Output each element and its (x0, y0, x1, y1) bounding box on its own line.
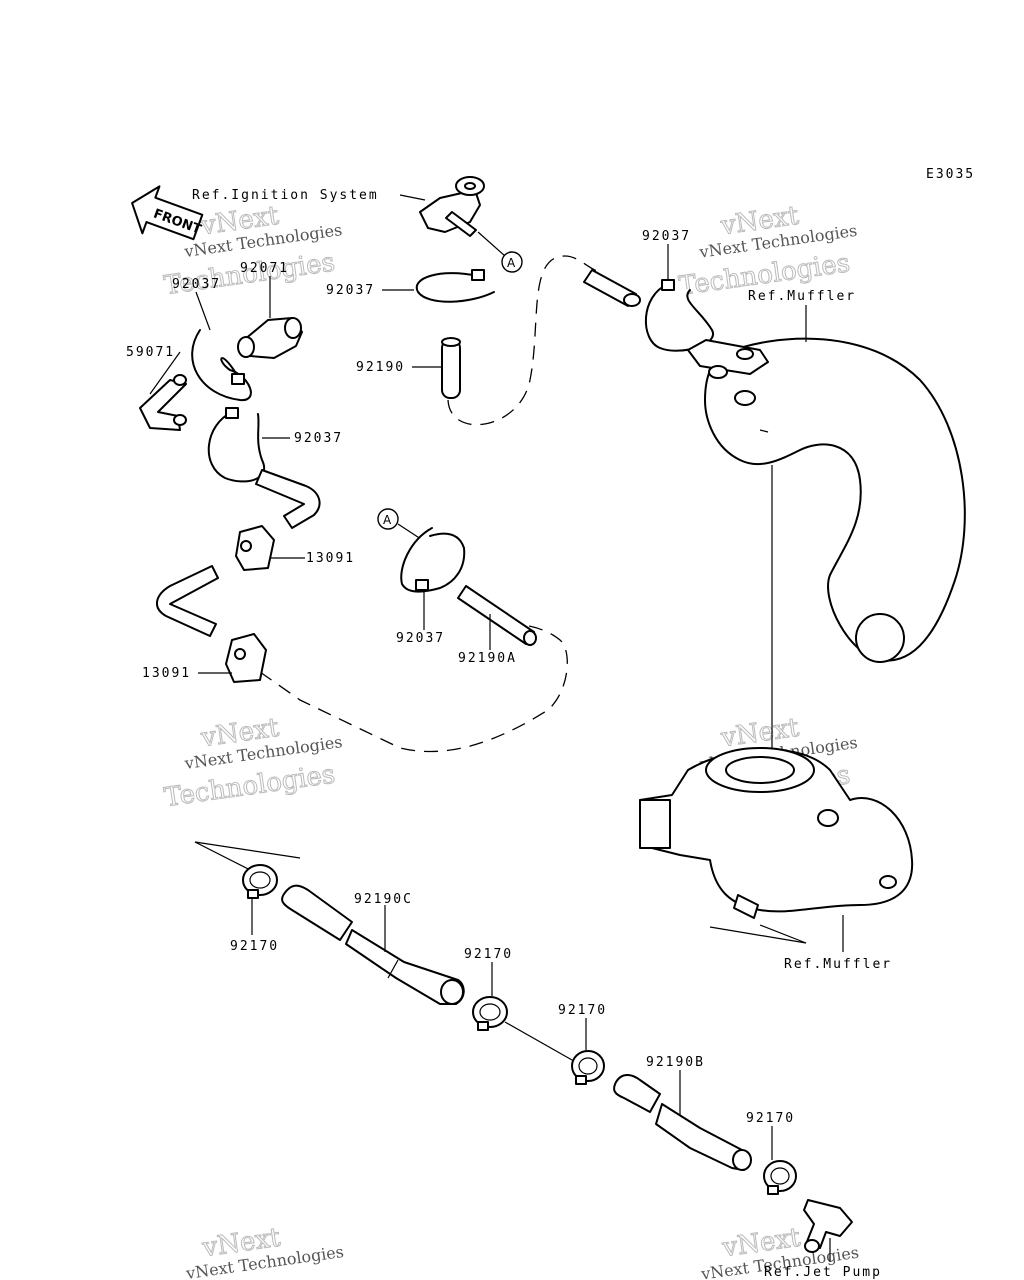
pipe-59071 (139, 374, 187, 431)
fitting-92071 (237, 317, 303, 359)
clamp-92170-1 (242, 864, 278, 899)
clamp-92170-4 (763, 1160, 797, 1195)
hose-bend-upper (255, 469, 321, 529)
front-arrow-icon: FRONT (131, 185, 204, 241)
callout-92190B: 92190B (646, 1055, 705, 1070)
callout-13091-upper: 13091 (306, 551, 355, 566)
callout-ref-jet-pump: Ref.Jet Pump (764, 1265, 882, 1280)
callout-ref-ignition: Ref.Ignition System (192, 188, 379, 203)
marker-a-top: A (501, 251, 523, 273)
watermark-top-right: vNext vNext Technologies Technologies (677, 200, 859, 302)
hose-92190B (613, 1074, 752, 1171)
clamp-92037-center-low (400, 527, 466, 593)
clamp-92037-center-top (415, 269, 495, 303)
hose-92190 (441, 337, 461, 399)
clamp-92170-2 (472, 996, 508, 1031)
ignition-connector (419, 176, 485, 237)
watermark-mid-left: vNext vNext Technologies Technologies (162, 712, 344, 813)
part-13091-lower (225, 633, 267, 683)
muffler-top (687, 337, 966, 663)
svg-text:A: A (383, 513, 392, 527)
callout-92037-center-top: 92037 (326, 283, 375, 298)
marker-a-mid: A (377, 508, 399, 530)
callout-13091-lower: 13091 (142, 666, 191, 681)
clamp-92037-mid-left (207, 407, 266, 483)
svg-text:A: A (507, 256, 516, 270)
callout-92190A: 92190A (458, 651, 517, 666)
hose-92190C (281, 884, 465, 1005)
hose-92190A (457, 585, 537, 646)
fitting-jet-pump (803, 1199, 853, 1253)
callout-59071: 59071 (126, 345, 175, 360)
callout-92037-right: 92037 (642, 229, 691, 244)
callout-92170-4: 92170 (746, 1111, 795, 1126)
diagram-code: E3035 (926, 167, 975, 182)
callout-92190C: 92190C (354, 892, 413, 907)
part-13091-upper (235, 525, 275, 571)
hose-bend-lower (156, 565, 219, 637)
callout-92190: 92190 (356, 360, 405, 375)
callout-92170-1: 92170 (230, 939, 279, 954)
callout-ref-muffler-top: Ref.Muffler (748, 289, 856, 304)
muffler-bottom (639, 747, 914, 919)
callout-92037-center-low: 92037 (396, 631, 445, 646)
callout-92170-3: 92170 (558, 1003, 607, 1018)
callout-92037-left: 92037 (172, 277, 221, 292)
watermark-bottom-left: vNext vNext Technologies (184, 1222, 345, 1280)
hose-muffler-top (583, 269, 641, 307)
callout-ref-muffler-bottom: Ref.Muffler (784, 957, 892, 972)
clamp-92170-3 (571, 1050, 605, 1085)
callout-92037-mid-left: 92037 (294, 431, 343, 446)
callout-92170-2: 92170 (464, 947, 513, 962)
callout-92071: 92071 (240, 261, 289, 276)
clamp-92037-left (191, 329, 252, 402)
